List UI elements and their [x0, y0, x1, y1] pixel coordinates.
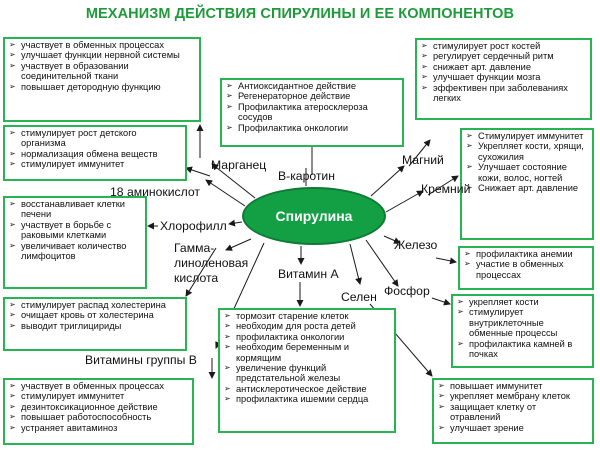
gamma-linolenic-effects-box: стимулирует распад холестерина очищает к…: [3, 297, 187, 351]
list-item: Укрепляет кости, хрящи, сухожилия: [466, 141, 589, 162]
label-magnesium: Магний: [402, 153, 444, 167]
vitamin-b-effects-list: участвует в обменных процессах стимулиру…: [9, 381, 189, 433]
selenium-effects-list: повышает иммунитет укрепляет мембрану кл…: [438, 381, 589, 433]
list-item: увеличивает количество лимфоцитов: [9, 241, 142, 262]
list-item: повышает работоспособность: [9, 412, 189, 423]
list-item: стимулирует иммунитет: [9, 391, 189, 402]
list-item: профилактика ишемии сердца: [224, 394, 391, 405]
list-item: тормозит старение клеток: [224, 311, 391, 322]
list-item: профилактика анемии: [464, 249, 589, 260]
spirulina-label: Спирулина: [275, 208, 353, 224]
label-beta-carotene: В-каротин: [278, 169, 335, 183]
list-item: участвует в образовании соединительной т…: [9, 61, 196, 82]
label-phosphorus: Фосфор: [384, 284, 430, 298]
list-item: снижает арт. давление: [421, 62, 587, 73]
amino-acids-effects-list: стимулирует рост детского организма норм…: [9, 128, 182, 170]
list-item: Регенераторное действие: [226, 91, 399, 102]
list-item: повышает иммунитет: [438, 381, 589, 392]
list-item: стимулирует рост детского организма: [9, 128, 182, 149]
spirulina-center-node: Спирулина: [242, 187, 386, 245]
label-gamma-linolenic-3: кислота: [174, 271, 219, 285]
list-item: Улучшает состояние кожи, волос, ногтей: [466, 162, 589, 183]
iron-effects-list: профилактика анемии участие в обменных п…: [464, 249, 589, 280]
list-item: укрепляет кости: [457, 297, 589, 308]
list-item: Снижает арт. давление: [466, 183, 589, 194]
list-item: нормализация обмена веществ: [9, 149, 182, 160]
label-silicon: Кремний: [421, 182, 471, 196]
magnesium-effects-box: стимулирует рост костей регулирует серде…: [415, 38, 592, 120]
list-item: очищает кровь от холестерина: [9, 310, 182, 321]
label-chlorophyll: Хлорофилл: [160, 219, 227, 233]
list-item: выводит триглицириды: [9, 321, 182, 332]
beta-carotene-effects-box: Антиоксидантное действие Регенераторное …: [220, 78, 404, 147]
list-item: участвует в обменных процессах: [9, 40, 196, 51]
label-manganese: Марганец: [211, 158, 267, 172]
list-item: эффективен при заболеваниях легких: [421, 83, 587, 104]
list-item: Профилактика атеросклероза сосудов: [226, 102, 399, 123]
magnesium-effects-list: стимулирует рост костей регулирует серде…: [421, 41, 587, 103]
list-item: необходим для роста детей: [224, 321, 391, 332]
label-vitamin-a: Витамин А: [278, 267, 339, 281]
label-gamma-linolenic-2: линоленовая: [174, 256, 249, 270]
vitamin-a-effects-list: тормозит старение клеток необходим для р…: [224, 311, 391, 405]
chlorophyll-effects-list: восстанавливает клетки печени участвует …: [9, 199, 142, 261]
list-item: устраняет авитаминоз: [9, 423, 189, 434]
list-item: антисклеротическое действие: [224, 384, 391, 395]
list-item: улучшает функции нервной системы: [9, 50, 196, 61]
list-item: улучшает зрение: [438, 423, 589, 434]
gamma-linolenic-effects-list: стимулирует распад холестерина очищает к…: [9, 300, 182, 332]
list-item: Антиоксидантное действие: [226, 81, 399, 92]
list-item: защищает клетку от отравлений: [438, 402, 589, 423]
list-item: необходим беременным и кормящим: [224, 342, 391, 363]
list-item: восстанавливает клетки печени: [9, 199, 142, 220]
list-item: профилактика онкологии: [224, 332, 391, 343]
list-item: стимулирует распад холестерина: [9, 300, 182, 311]
selenium-effects-box: повышает иммунитет укрепляет мембрану кл…: [432, 378, 594, 444]
list-item: дезинтоксикационное действие: [9, 402, 189, 413]
silicon-effects-list: Стимулирует иммунитет Укрепляет кости, х…: [466, 131, 589, 194]
beta-carotene-effects-list: Антиоксидантное действие Регенераторное …: [226, 81, 399, 133]
phosphorus-effects-list: укрепляет кости стимулирует внутриклеточ…: [457, 297, 589, 359]
manganese-effects-box: участвует в обменных процессах улучшает …: [3, 37, 201, 122]
list-item: стимулирует внутриклеточные обменные про…: [457, 307, 589, 338]
list-item: Профилактика онкологии: [226, 123, 399, 134]
list-item: Стимулирует иммунитет: [466, 131, 589, 142]
vitamin-a-effects-box: тормозит старение клеток необходим для р…: [218, 308, 396, 433]
manganese-effects-list: участвует в обменных процессах улучшает …: [9, 40, 196, 92]
list-item: стимулирует рост костей: [421, 41, 587, 52]
label-amino-acids: 18 аминокислот: [110, 185, 200, 199]
label-selenium: Селен: [341, 290, 377, 304]
list-item: укрепляет мембрану клеток: [438, 391, 589, 402]
list-item: стимулирует иммунитет: [9, 159, 182, 170]
list-item: увеличение функций предстательной железы: [224, 363, 391, 384]
list-item: участвует в борьбе с раковыми клетками: [9, 220, 142, 241]
list-item: участие в обменных процессах: [464, 259, 589, 280]
page-title: МЕХАНИЗМ ДЕЙСТВИЯ СПИРУЛИНЫ И ЕЕ КОМПОНЕ…: [85, 6, 515, 22]
list-item: улучшает функции мозга: [421, 72, 587, 83]
vitamin-b-effects-box: участвует в обменных процессах стимулиру…: [3, 378, 194, 445]
list-item: повышает детородную функцию: [9, 82, 196, 93]
amino-acids-effects-box: стимулирует рост детского организма норм…: [3, 125, 187, 181]
list-item: профилактика камней в почках: [457, 339, 589, 360]
list-item: участвует в обменных процессах: [9, 381, 189, 392]
list-item: регулирует сердечный ритм: [421, 51, 587, 62]
iron-effects-box: профилактика анемии участие в обменных п…: [458, 246, 594, 290]
chlorophyll-effects-box: восстанавливает клетки печени участвует …: [3, 196, 147, 289]
label-iron: Железо: [394, 238, 438, 252]
label-vitamins-b: Витамины группы В: [85, 353, 197, 367]
label-gamma-linolenic-1: Гамма-: [174, 241, 215, 255]
phosphorus-effects-box: укрепляет кости стимулирует внутриклеточ…: [451, 294, 594, 368]
silicon-effects-box: Стимулирует иммунитет Укрепляет кости, х…: [460, 128, 594, 240]
